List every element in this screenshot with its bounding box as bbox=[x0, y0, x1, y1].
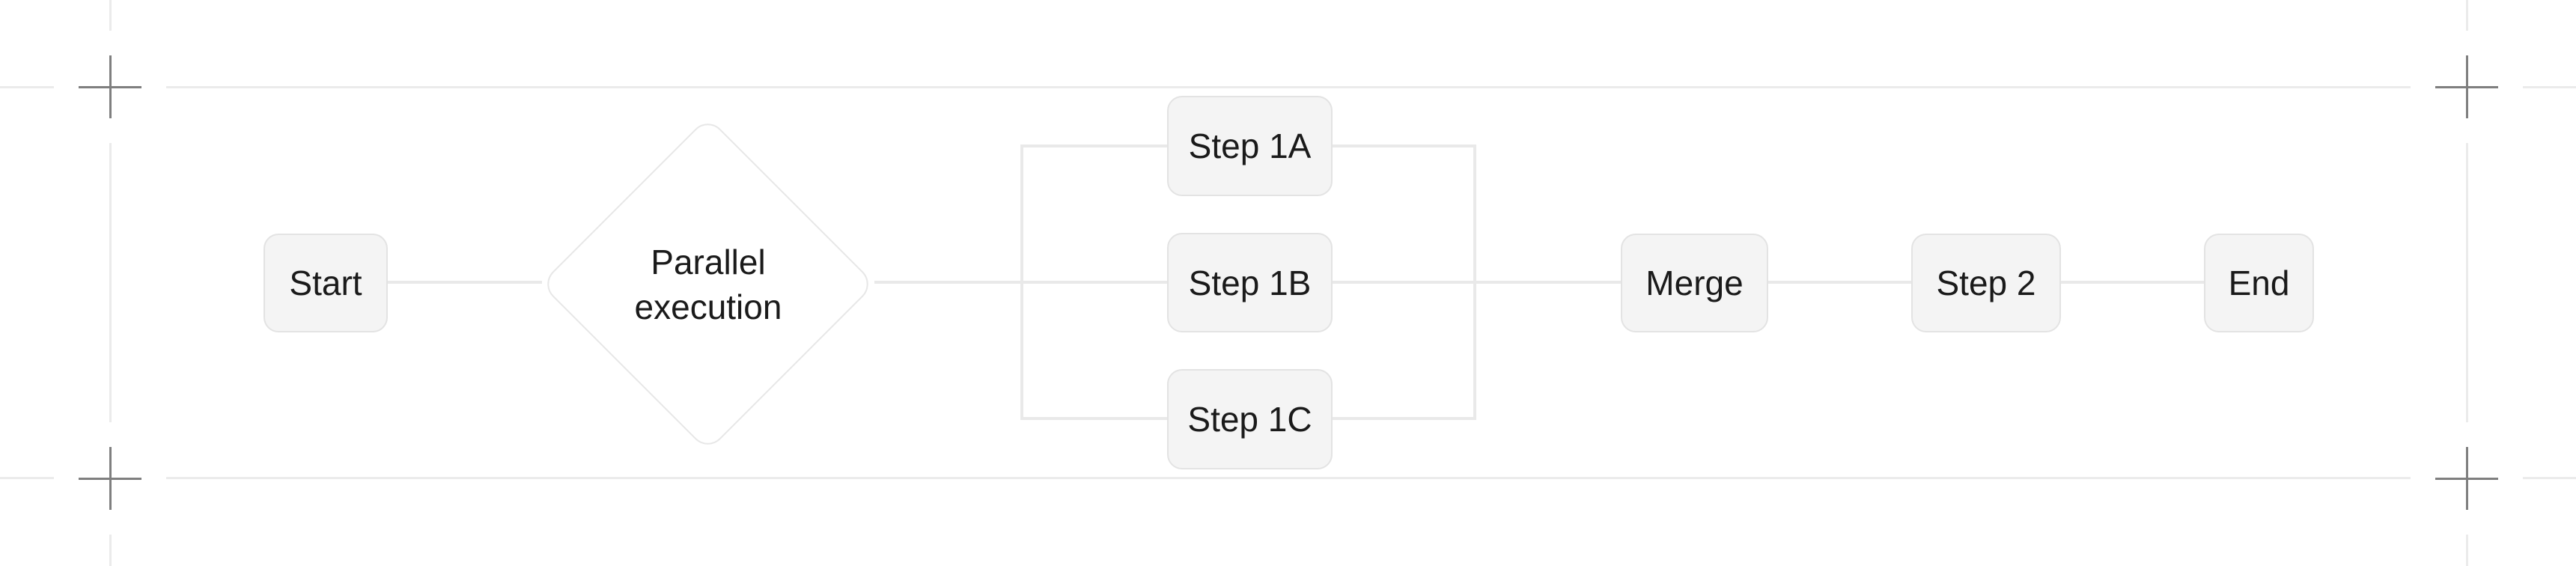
connector-step2-to-end bbox=[2061, 281, 2204, 284]
branch-rail-right bbox=[1473, 144, 1476, 420]
crop-mark-top-left-icon bbox=[79, 55, 141, 118]
node-label: End bbox=[2228, 264, 2290, 302]
connector-step1a-to-rail bbox=[1333, 144, 1475, 147]
crop-mark-bar bbox=[109, 55, 112, 118]
node-end[interactable]: End bbox=[2204, 234, 2314, 332]
node-start[interactable]: Start bbox=[264, 234, 388, 332]
node-label: Step 1A bbox=[1188, 127, 1312, 165]
crop-mark-bottom-left-icon bbox=[79, 447, 141, 510]
connector-rail-to-step1c bbox=[1022, 417, 1167, 420]
node-merge[interactable]: Merge bbox=[1621, 234, 1768, 332]
crop-mark-bar bbox=[2465, 55, 2468, 118]
node-label: Merge bbox=[1645, 264, 1744, 302]
node-parallel-execution-label: Parallel execution bbox=[596, 238, 820, 331]
node-step-1a[interactable]: Step 1A bbox=[1167, 96, 1333, 196]
node-label: Step 1B bbox=[1188, 263, 1312, 302]
connector-start-to-parallel bbox=[388, 281, 542, 284]
node-label: Parallel execution bbox=[634, 243, 782, 326]
frame-guide-line-right bbox=[2466, 0, 2468, 566]
node-label: Step 2 bbox=[1936, 264, 2036, 302]
connector-step1c-to-rail bbox=[1333, 417, 1475, 420]
connector-merge-to-step2 bbox=[1768, 281, 1911, 284]
crop-mark-bar bbox=[2465, 447, 2468, 510]
branch-rail-left bbox=[1020, 144, 1023, 420]
node-step-1c[interactable]: Step 1C bbox=[1167, 369, 1333, 469]
node-label: Start bbox=[289, 264, 362, 302]
node-step-1b[interactable]: Step 1B bbox=[1167, 233, 1333, 332]
node-label: Step 1C bbox=[1187, 400, 1312, 439]
connector-step1b-to-merge bbox=[1333, 281, 1621, 284]
frame-guide-line-bottom bbox=[0, 477, 2576, 479]
crop-mark-top-right-icon bbox=[2435, 55, 2498, 118]
crop-mark-bottom-right-icon bbox=[2435, 447, 2498, 510]
connector-rail-to-step1a bbox=[1022, 144, 1167, 147]
frame-guide-line-top bbox=[0, 86, 2576, 88]
frame-guide-line-left bbox=[109, 0, 112, 566]
crop-mark-bar bbox=[109, 447, 112, 510]
node-step-2[interactable]: Step 2 bbox=[1911, 234, 2061, 332]
